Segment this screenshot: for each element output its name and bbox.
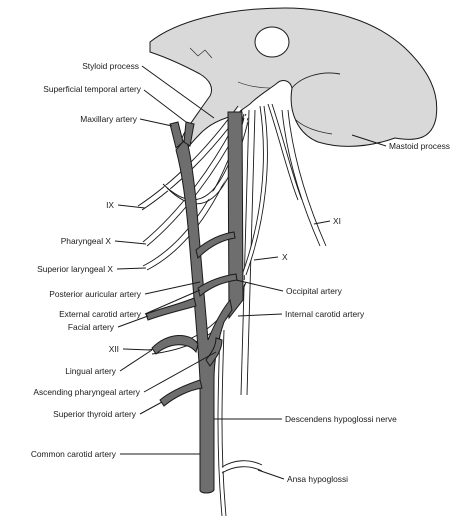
leader-ansa-hypoglossi xyxy=(257,469,285,480)
leader-ascending-pharyngeal-artery xyxy=(143,351,217,393)
leader-xii xyxy=(122,348,151,351)
label-facial-artery: Facial artery xyxy=(68,322,115,332)
label-pharyngeal-x: Pharyngeal X xyxy=(61,236,112,246)
label-posterior-auricular-artery: Posterior auricular artery xyxy=(49,289,142,299)
leader-xi xyxy=(313,220,331,225)
label-external-carotid-artery: External carotid artery xyxy=(59,309,142,319)
leader-external-carotid-artery xyxy=(144,289,201,315)
leader-maxillary-artery xyxy=(139,118,173,127)
skull-base xyxy=(149,7,438,155)
leader-lingual-artery xyxy=(119,349,153,372)
leader-occipital-artery xyxy=(235,279,284,292)
leader-mastoid-process xyxy=(351,134,387,147)
internal-carotid-artery-shape xyxy=(227,111,244,320)
label-superior-thyroid-artery: Superior thyroid artery xyxy=(53,409,137,419)
label-xi: XI xyxy=(333,216,341,226)
leader-facial-artery xyxy=(117,315,149,328)
label-xii: XII xyxy=(109,344,119,354)
labels-left: Styloid process Superficial temporal art… xyxy=(31,61,142,459)
label-ansa-hypoglossi: Ansa hypoglossi xyxy=(287,474,348,484)
leader-internal-carotid-artery xyxy=(237,313,283,317)
label-x: X xyxy=(282,252,288,262)
labels-right: Mastoid process XI X Occipital artery In… xyxy=(282,141,450,484)
label-descendens-hypoglossi-nerve: Descendens hypoglossi nerve xyxy=(285,414,397,424)
leader-posterior-auricular-artery xyxy=(144,281,201,295)
label-superior-laryngeal-x: Superior laryngeal X xyxy=(37,264,113,274)
leader-x xyxy=(253,256,279,261)
label-internal-carotid-artery: Internal carotid artery xyxy=(285,309,365,319)
leader-styloid-process xyxy=(141,65,215,119)
external-common-carotid-artery-shape xyxy=(145,121,238,494)
label-ascending-pharyngeal-artery: Ascending pharyngeal artery xyxy=(33,387,140,397)
label-lingual-artery: Lingual artery xyxy=(65,366,117,376)
label-occipital-artery: Occipital artery xyxy=(286,286,343,296)
label-mastoid-process: Mastoid process xyxy=(389,141,450,151)
leader-superficial-temporal-artery xyxy=(143,89,187,123)
leader-pharyngeal-x xyxy=(114,240,147,245)
label-ix: IX xyxy=(106,200,114,210)
label-superficial-temporal-artery: Superficial temporal artery xyxy=(43,84,142,94)
leader-superior-laryngeal-x xyxy=(116,267,147,270)
leader-lines xyxy=(114,65,387,480)
label-common-carotid-artery: Common carotid artery xyxy=(31,449,117,459)
leader-superior-thyroid-artery xyxy=(139,401,163,415)
label-maxillary-artery: Maxillary artery xyxy=(80,114,138,124)
label-styloid-process: Styloid process xyxy=(82,61,139,71)
leader-ix xyxy=(117,204,146,209)
